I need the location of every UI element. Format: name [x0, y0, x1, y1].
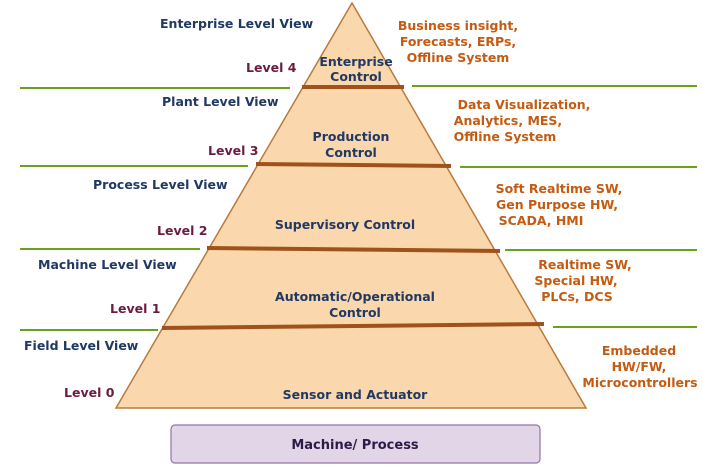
- machine-process-label: Machine/ Process: [291, 438, 419, 453]
- note-level-3: Data Visualization, Analytics, MES, Offl…: [454, 97, 591, 144]
- tier-dividers: [161, 85, 545, 330]
- tier-divider-2: [206, 246, 501, 253]
- tier-label-production: Production Control: [313, 129, 390, 160]
- tier-label-line: Control: [329, 305, 381, 320]
- tier-label-line: Production: [313, 129, 390, 144]
- note-line: Analytics, MES,: [454, 113, 562, 128]
- note-line: PLCs, DCS: [541, 289, 613, 304]
- tier-label-line: Automatic/Operational: [275, 289, 435, 304]
- pyramid: [114, 1, 588, 409]
- tier-label-line: Sensor and Actuator: [283, 387, 429, 402]
- note-line: Microcontrollers: [582, 375, 697, 390]
- tier-divider-3: [255, 162, 452, 168]
- tier-label-line: Control: [330, 69, 382, 84]
- tier-label-line: Enterprise: [319, 54, 392, 69]
- note-level-4: Business insight, Forecasts, ERPs, Offli…: [398, 18, 518, 65]
- level-lines: [20, 85, 697, 331]
- tier-label-sensor: Sensor and Actuator: [283, 387, 429, 402]
- note-line: Offline System: [454, 129, 557, 144]
- view-label-machine: Machine Level View: [38, 257, 177, 272]
- tier-label-enterprise: Enterprise Control: [319, 54, 392, 84]
- level-label-2: Level 2: [157, 223, 207, 238]
- note-line: Business insight,: [398, 18, 518, 33]
- note-line: Data Visualization,: [458, 97, 591, 112]
- note-level-0: Embedded HW/FW, Microcontrollers: [582, 343, 697, 390]
- view-label-process: Process Level View: [93, 177, 228, 192]
- view-label-plant: Plant Level View: [162, 94, 279, 109]
- view-label-field: Field Level View: [24, 338, 139, 353]
- tier-label-line: Supervisory Control: [275, 217, 415, 232]
- level-label-3: Level 3: [208, 143, 258, 158]
- tier-label-automatic: Automatic/Operational Control: [275, 289, 435, 320]
- note-line: Gen Purpose HW,: [496, 197, 618, 212]
- note-line: Offline System: [407, 50, 510, 65]
- note-level-1: Realtime SW, Special HW, PLCs, DCS: [534, 257, 631, 304]
- note-line: HW/FW,: [612, 359, 667, 374]
- note-line: Forecasts, ERPs,: [400, 34, 516, 49]
- level-label-4: Level 4: [246, 60, 297, 75]
- note-level-2: Soft Realtime SW, Gen Purpose HW, SCADA,…: [496, 181, 623, 228]
- level-label-1: Level 1: [110, 301, 160, 316]
- note-line: Embedded: [602, 343, 676, 358]
- note-line: Realtime SW,: [538, 257, 631, 272]
- tier-divider-1: [161, 322, 545, 330]
- note-line: SCADA, HMI: [499, 213, 584, 228]
- note-line: Special HW,: [534, 273, 617, 288]
- tier-label-supervisory: Supervisory Control: [275, 217, 415, 232]
- note-line: Soft Realtime SW,: [496, 181, 623, 196]
- level-label-0: Level 0: [64, 385, 115, 400]
- view-label-enterprise: Enterprise Level View: [160, 16, 314, 31]
- machine-process-box: [170, 424, 541, 464]
- tier-label-line: Control: [325, 145, 377, 160]
